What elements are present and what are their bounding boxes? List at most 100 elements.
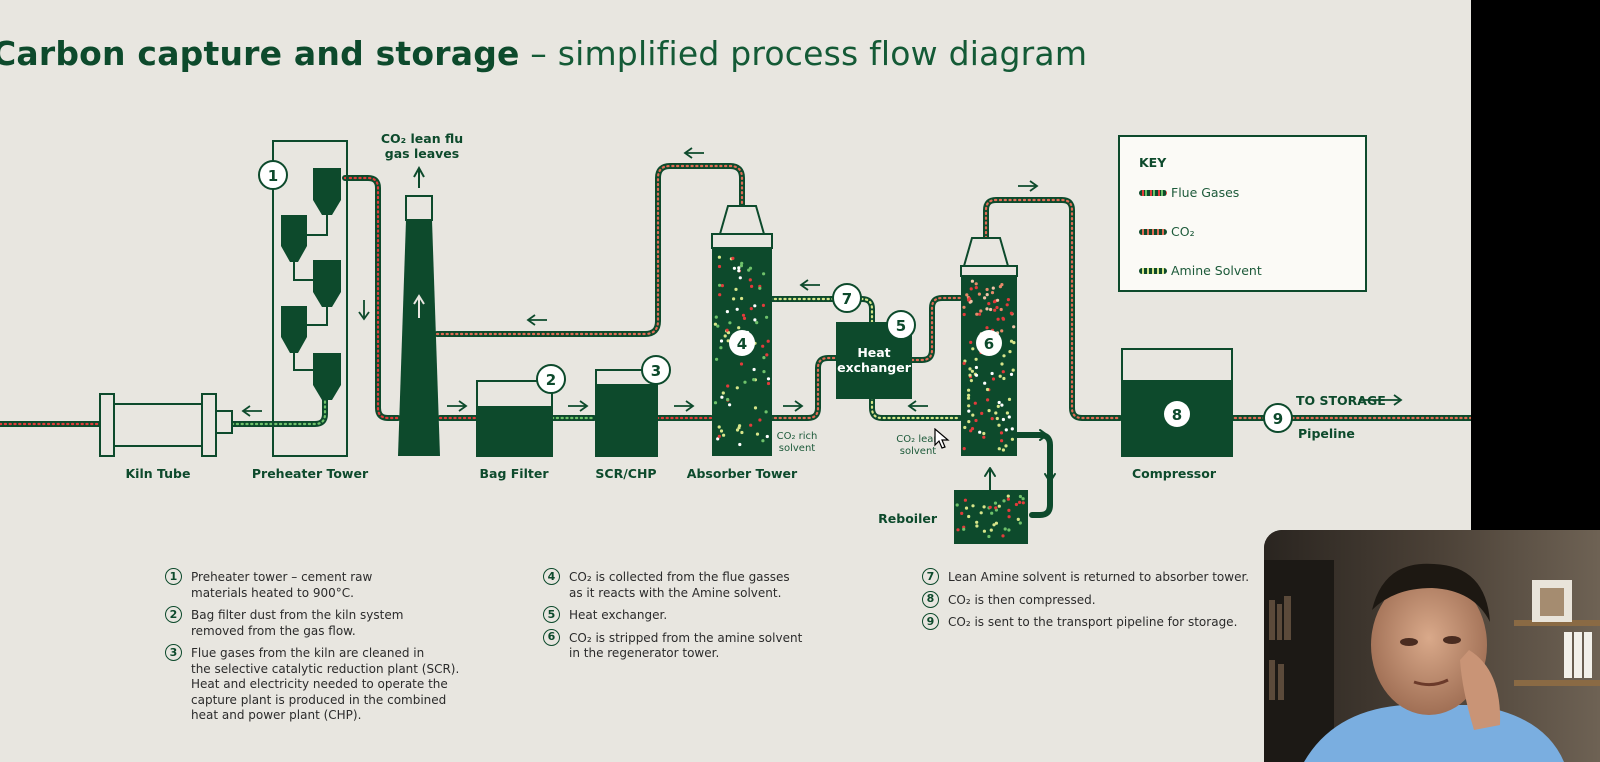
particle-dot — [999, 431, 1004, 435]
title-subtitle: – simplified process flow diagram — [519, 34, 1088, 73]
to-storage-label: TO STORAGE — [1296, 393, 1386, 408]
particle-dot — [753, 406, 758, 410]
svg-text:8: 8 — [1172, 406, 1182, 424]
particle-dot — [970, 279, 975, 283]
particle-dot — [1021, 497, 1025, 501]
particle-dot — [995, 305, 999, 310]
particle-dot — [739, 362, 744, 366]
particle-dot — [765, 434, 769, 439]
particle-dot — [1000, 362, 1004, 366]
particle-dot — [964, 506, 969, 510]
note-item: 7 Lean Amine solvent is returned to abso… — [922, 568, 1282, 586]
particle-dot — [1000, 329, 1004, 333]
particle-dot — [968, 367, 972, 371]
step-marker-8: 8 — [1164, 401, 1190, 427]
particle-dot — [761, 344, 765, 348]
particle-dot — [1001, 316, 1005, 320]
particle-dot — [758, 418, 762, 422]
particle-dot — [968, 373, 972, 377]
particle-dot — [996, 404, 1000, 408]
particle-dot — [969, 429, 973, 433]
key-title: KEY — [1139, 155, 1167, 170]
bag-filter — [476, 380, 553, 457]
particle-dot — [997, 423, 1001, 427]
note-number: 6 — [543, 628, 560, 646]
particle-dot — [1007, 528, 1011, 532]
particle-dot — [967, 404, 971, 408]
particle-dot — [997, 504, 1001, 508]
reboiler — [954, 490, 1028, 544]
note-text: CO₂ is sent to the transport pipeline fo… — [948, 615, 1238, 629]
particle-dot — [962, 305, 966, 309]
particle-dot — [998, 374, 1002, 378]
particle-dot — [735, 428, 740, 432]
particle-dot — [1018, 521, 1022, 525]
particle-dot — [719, 339, 724, 343]
particle-dot — [713, 322, 718, 326]
particle-dot — [962, 447, 966, 451]
particle-dot — [1002, 499, 1006, 503]
particle-dot — [742, 316, 747, 320]
particle-dot — [979, 511, 983, 515]
note-text: Heat exchanger. — [569, 608, 668, 622]
particle-dot — [970, 369, 975, 373]
svg-text:6: 6 — [984, 335, 994, 353]
step-marker-9: 9 — [1263, 403, 1293, 433]
note-text: CO₂ is collected from the flue gasses as… — [569, 570, 790, 600]
note-number: 9 — [922, 613, 939, 630]
particle-dot — [734, 287, 738, 291]
key-label: Amine Solvent — [1171, 263, 1262, 278]
particle-dot — [982, 529, 987, 533]
note-text: Bag filter dust from the kiln system rem… — [191, 608, 404, 638]
bag-filter-label: Bag Filter — [480, 466, 550, 481]
particle-dot — [737, 269, 741, 273]
particle-dot — [713, 401, 718, 405]
svg-text:5: 5 — [896, 317, 906, 335]
particle-dot — [752, 378, 756, 382]
particle-dot — [955, 503, 959, 507]
particle-dot — [1001, 448, 1006, 452]
particle-dot — [717, 255, 722, 259]
particle-dot — [974, 357, 978, 361]
step-marker-4: 4 — [729, 330, 755, 356]
particle-dot — [766, 381, 771, 386]
step-markers: 1 2 3 4 5 6 7 — [258, 160, 1293, 433]
particle-dot — [726, 397, 730, 402]
particle-dot — [720, 284, 725, 288]
particle-dot — [765, 353, 769, 357]
svg-text:9: 9 — [1273, 410, 1283, 428]
particle-dot — [738, 276, 742, 280]
particle-dot — [974, 418, 978, 423]
particle-dot — [1006, 497, 1011, 501]
particle-dot — [979, 309, 983, 313]
note-item: 2 Bag filter dust from the kiln system r… — [165, 606, 485, 639]
particle-dot — [1004, 444, 1008, 448]
particle-dot — [1016, 517, 1020, 522]
particle-dot — [738, 442, 742, 447]
particle-dot — [997, 447, 1001, 451]
particle-dot — [990, 371, 994, 376]
particle-dot — [728, 321, 732, 325]
particle-dot — [977, 312, 982, 316]
particle-dot — [974, 365, 979, 370]
step-marker-7: 7 — [832, 283, 862, 313]
co2-lean-label-1: CO₂ lean — [896, 434, 939, 445]
regenerator-tower — [960, 237, 1018, 456]
particle-dot — [1005, 303, 1009, 307]
notes-column-2: 4 CO₂ is collected from the flue gasses … — [543, 568, 863, 669]
title-bold: Carbon capture and storage — [0, 34, 520, 73]
particle-dot — [1004, 428, 1008, 432]
kiln-tube-label: Kiln Tube — [126, 466, 191, 481]
note-item: 8 CO₂ is then compressed. — [922, 590, 1282, 609]
particle-dot — [718, 283, 722, 287]
presentation-slide: Carbon capture and storage – simplified … — [0, 0, 1471, 762]
particle-dot — [989, 528, 993, 532]
notes-column-3: 7 Lean Amine solvent is returned to abso… — [922, 568, 1282, 638]
particle-dot — [967, 420, 971, 424]
webcam-video-overlay[interactable] — [1264, 530, 1600, 762]
notes-column-1: 1 Preheater tower – cement raw materials… — [165, 568, 485, 731]
particle-dot — [764, 410, 768, 414]
particle-dot — [975, 524, 979, 528]
note-number: 1 — [165, 568, 182, 585]
particle-dot — [975, 520, 979, 524]
